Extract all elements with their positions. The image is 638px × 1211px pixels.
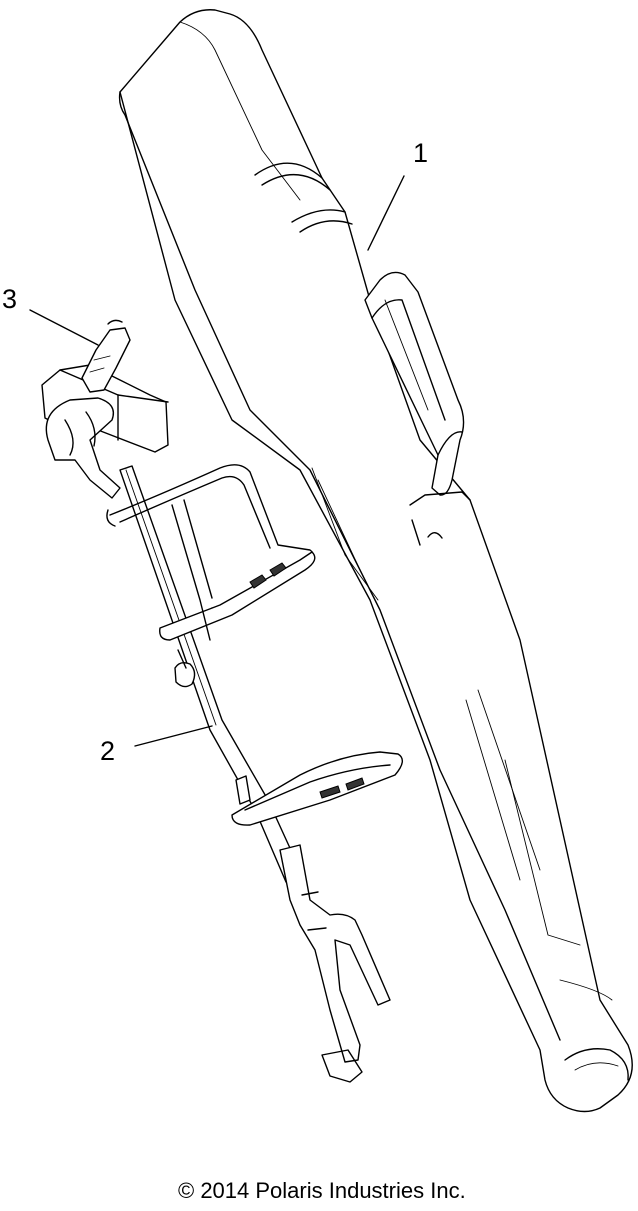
callout-3: 3 xyxy=(2,284,18,314)
callout-2: 2 xyxy=(100,736,116,766)
leader-line-1 xyxy=(367,175,405,251)
copyright-notice: © 2014 Polaris Industries Inc. xyxy=(178,1178,466,1203)
gun-case-drawing xyxy=(118,9,633,1113)
leader-line-2 xyxy=(134,725,213,747)
callout-1: 1 xyxy=(413,138,429,168)
mount-bracket-drawing xyxy=(106,464,403,1083)
clip-holder-drawing xyxy=(41,319,169,499)
leader-line-3 xyxy=(29,309,99,346)
